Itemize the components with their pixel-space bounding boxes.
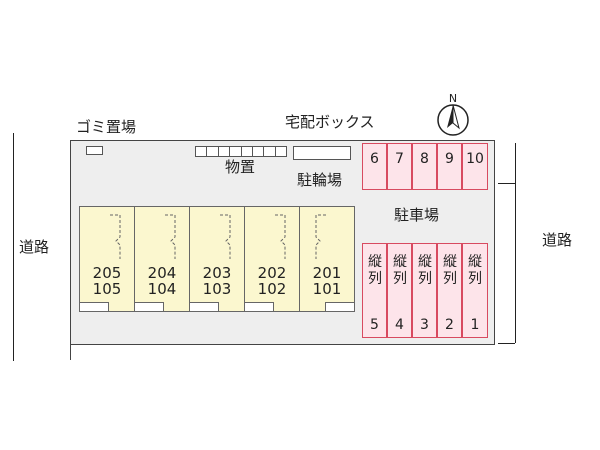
unit-entrance (244, 302, 274, 312)
parking-space-number: 7 (395, 151, 404, 167)
bicycle-rack (293, 146, 351, 160)
parking-label: 駐車場 (394, 206, 440, 224)
compass-icon: N (437, 92, 469, 136)
unit-lower-number: 101 (312, 280, 342, 298)
parking-space-number: 3 (420, 317, 429, 333)
compass-n-label: N (449, 92, 457, 105)
parking-space-10: 10 (462, 143, 488, 190)
unit-201-101: 201 101 (299, 206, 355, 312)
parking-space-number: 9 (445, 151, 454, 167)
unit-entrance (325, 302, 355, 312)
road-right-tick-bottom (498, 343, 515, 344)
unit-lower-number: 104 (147, 280, 177, 298)
unit-lower-number: 105 (92, 280, 122, 298)
parking-space-number: 2 (445, 317, 454, 333)
parking-space-type: 縦列 (418, 254, 432, 287)
unit-upper-number: 203 (202, 264, 232, 282)
parking-space-number: 4 (395, 317, 404, 333)
unit-202-102: 202 102 (244, 206, 300, 312)
parking-space-5: 縦列 5 (362, 243, 387, 338)
unit-entrance (134, 302, 164, 312)
parking-space-7: 7 (387, 143, 412, 190)
unit-entrance (189, 302, 219, 312)
parking-space-6: 6 (362, 143, 387, 190)
parking-space-number: 6 (370, 151, 379, 167)
unit-203-103: 203 103 (189, 206, 245, 312)
unit-205-105: 205 105 (79, 206, 135, 312)
parking-space-type: 縦列 (393, 254, 407, 287)
road-right-label: 道路 (542, 231, 573, 249)
parking-space-9: 9 (437, 143, 462, 190)
parking-space-number: 8 (420, 151, 429, 167)
unit-lower-number: 102 (257, 280, 287, 298)
storage-shed (195, 146, 287, 157)
site-left-extension (70, 345, 71, 360)
bicycle-label: 駐輪場 (297, 171, 343, 189)
parking-space-1: 縦列 1 (462, 243, 488, 338)
road-right-line (515, 143, 516, 343)
unit-204-104: 204 104 (134, 206, 190, 312)
parking-space-type: 縦列 (443, 254, 457, 287)
unit-lower-number: 103 (202, 280, 232, 298)
parking-space-type: 縦列 (368, 254, 382, 287)
unit-upper-number: 205 (92, 264, 122, 282)
parking-space-number: 1 (470, 317, 480, 333)
road-left-line (13, 133, 14, 361)
parking-space-number: 10 (466, 151, 484, 167)
unit-entrance (79, 302, 109, 312)
garbage-box (86, 146, 103, 155)
parking-space-3: 縦列 3 (412, 243, 437, 338)
storage-label: 物置 (225, 158, 256, 176)
parking-space-8: 8 (412, 143, 437, 190)
road-right-tick-top (498, 183, 515, 184)
unit-upper-number: 204 (147, 264, 177, 282)
parking-space-4: 縦列 4 (387, 243, 412, 338)
parking-space-type: 縦列 (468, 254, 482, 287)
road-left-label: 道路 (19, 238, 50, 256)
unit-upper-number: 202 (257, 264, 287, 282)
unit-upper-number: 201 (312, 264, 342, 282)
parking-space-number: 5 (370, 317, 379, 333)
delivery-box-label: 宅配ボックス (285, 113, 375, 131)
garbage-label: ゴミ置場 (76, 118, 137, 136)
parking-space-2: 縦列 2 (437, 243, 462, 338)
